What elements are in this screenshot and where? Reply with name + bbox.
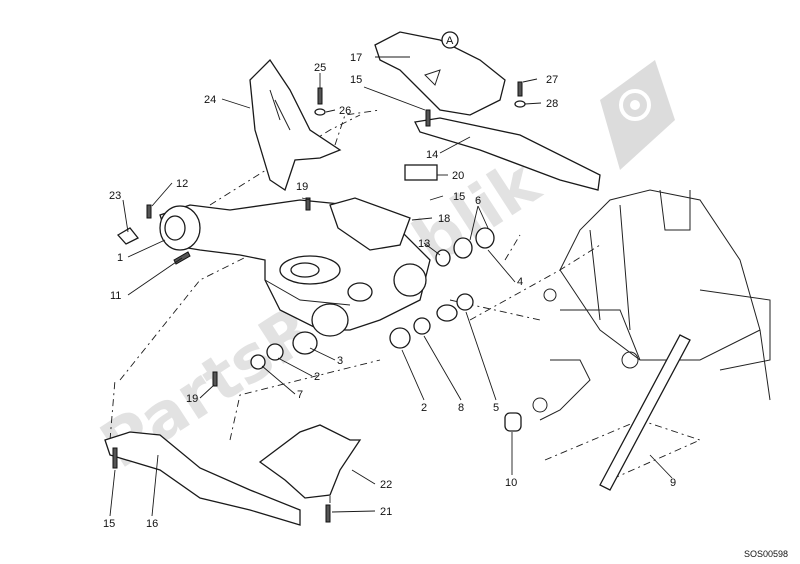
- callout-10: 10: [505, 477, 517, 489]
- callout-23: 23: [109, 190, 121, 202]
- lower-chain-guard: [104, 431, 301, 526]
- callout-13: 13: [418, 238, 430, 250]
- chain-guard-cover: [374, 31, 506, 116]
- callout-22: 22: [380, 479, 392, 491]
- callout-12: 12: [176, 178, 188, 190]
- bracket-plate: [329, 197, 411, 251]
- callout-15b: 15: [453, 191, 465, 203]
- callout-20: 20: [452, 170, 464, 182]
- callout-17: 17: [350, 52, 362, 64]
- watermark-gear-icon: [600, 60, 675, 170]
- callout-9: 9: [670, 477, 676, 489]
- callout-2b: 2: [421, 402, 427, 414]
- callouts: 1 11 23 12 24 25 26 17 15 14 27 28 20 15…: [103, 52, 676, 530]
- callout-2a: 2: [314, 371, 320, 383]
- view-marker-label: A: [446, 35, 454, 47]
- leader-lines: [109, 56, 673, 517]
- callout-24: 24: [204, 94, 216, 106]
- callout-25: 25: [314, 62, 326, 74]
- callout-14: 14: [426, 149, 438, 161]
- callout-21: 21: [380, 506, 392, 518]
- callout-16: 16: [146, 518, 158, 530]
- spacer: [504, 412, 522, 432]
- callout-6: 6: [475, 195, 481, 207]
- callout-19a: 19: [296, 181, 308, 193]
- rear-hugger: [249, 58, 342, 192]
- callout-1: 1: [117, 252, 123, 264]
- callout-18: 18: [438, 213, 450, 225]
- label-decal: [404, 164, 438, 181]
- bottom-cover: [258, 424, 362, 499]
- callout-3: 3: [337, 355, 343, 367]
- view-marker-circle: [441, 31, 459, 49]
- callout-5: 5: [493, 402, 499, 414]
- callout-26: 26: [339, 105, 351, 117]
- callout-11: 11: [110, 290, 121, 302]
- callout-4: 4: [517, 276, 523, 288]
- callout-15a: 15: [350, 74, 362, 86]
- callout-8: 8: [458, 402, 464, 414]
- swingarm-pivot-shaft: [599, 334, 691, 491]
- callout-28: 28: [546, 98, 558, 110]
- drawing-code: SOS00598: [744, 549, 788, 559]
- callout-27: 27: [546, 74, 558, 86]
- callout-7: 7: [297, 389, 303, 401]
- callout-19b: 19: [186, 393, 198, 405]
- frame-section: [532, 189, 771, 421]
- chain-slider: [414, 117, 601, 191]
- callout-15c: 15: [103, 518, 115, 530]
